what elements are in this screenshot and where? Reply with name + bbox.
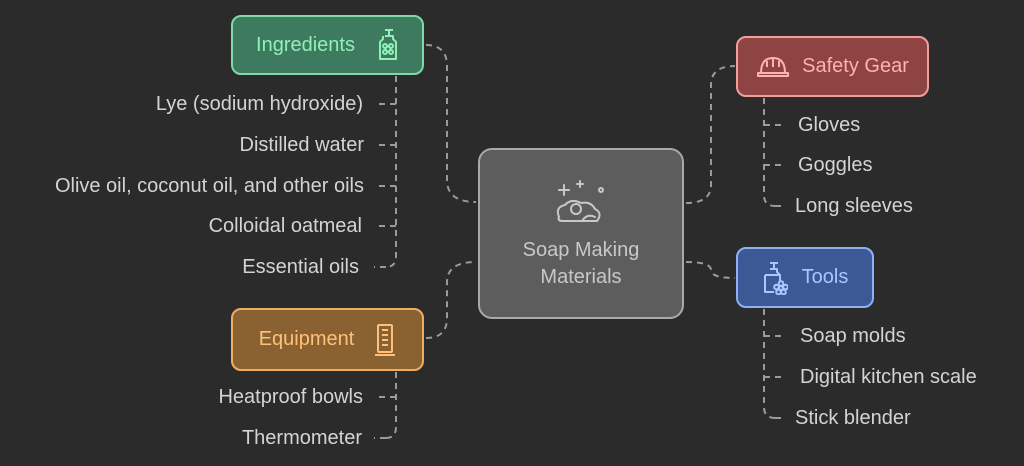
center-node[interactable]: Soap Making Materials (478, 148, 684, 319)
thermometer-icon (375, 323, 396, 356)
connector-tools-trunk (763, 309, 776, 419)
branch-node-safety-gear[interactable]: Safety Gear (736, 36, 929, 97)
soap-bottle-icon (378, 29, 397, 60)
branch-label-equipment: Equipment (258, 328, 355, 350)
connector-equipment (425, 261, 477, 339)
leaf-ingredients[interactable]: Distilled water (239, 134, 364, 156)
branch-label-ingredients: Ingredients (256, 33, 355, 56)
connector-ingredients-trunk (385, 76, 397, 268)
connector-safety-trunk (763, 98, 776, 207)
connector-safety-gear (685, 65, 736, 204)
branch-node-equipment[interactable]: Equipment (231, 308, 424, 371)
connector-ingredients (425, 44, 477, 203)
leaf-ingredients[interactable]: Essential oils (242, 256, 359, 278)
soap-dispenser-icon (763, 261, 788, 295)
leaf-equipment[interactable]: Thermometer (241, 427, 362, 449)
leaf-ingredients[interactable]: Colloidal oatmeal (208, 215, 362, 237)
branch-label-safety-gear: Safety Gear (802, 55, 909, 77)
leaf-tools[interactable]: Stick blender (795, 407, 911, 429)
connector-tools (685, 261, 736, 279)
leaf-equipment[interactable]: Heatproof bowls (218, 386, 363, 408)
leaf-ingredients[interactable]: Olive oil, coconut oil, and other oils (54, 175, 364, 197)
branch-node-ingredients[interactable]: Ingredients (231, 15, 424, 75)
connector-equipment-trunk (385, 372, 397, 439)
branch-label-tools: Tools (801, 266, 849, 288)
leaf-safety-gear[interactable]: Gloves (798, 114, 861, 136)
leaf-tools[interactable]: Digital kitchen scale (800, 366, 977, 388)
hard-hat-icon (757, 56, 790, 77)
leaf-safety-gear[interactable]: Long sleeves (795, 195, 913, 217)
branch-node-tools[interactable]: Tools (736, 247, 874, 308)
leaf-safety-gear[interactable]: Goggles (798, 154, 873, 176)
leaf-ingredients[interactable]: Lye (sodium hydroxide) (155, 93, 363, 115)
leaf-tools[interactable]: Soap molds (800, 325, 906, 347)
soap-bubbles-icon (556, 179, 604, 222)
center-title: Soap Making Materials (522, 238, 640, 288)
